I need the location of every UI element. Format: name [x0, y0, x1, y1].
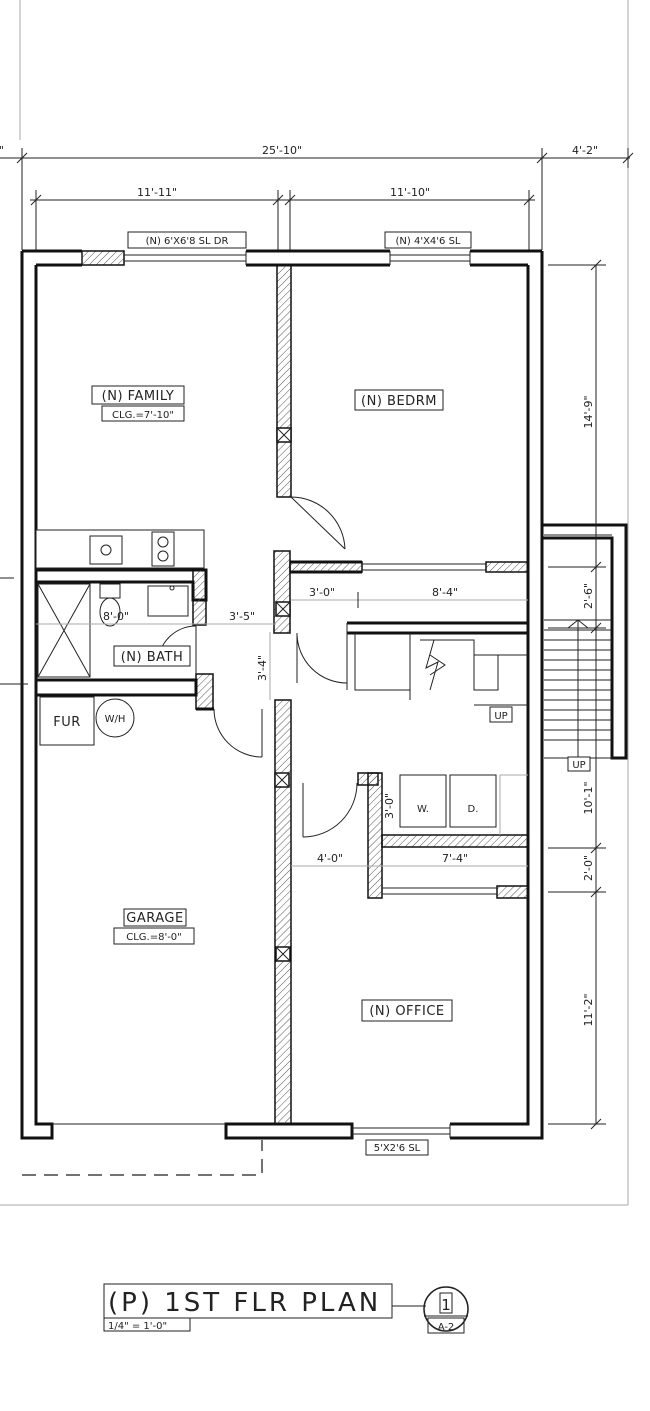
dim-right-half: 11'-10"	[390, 186, 430, 199]
label-office-window: 5'X2'6 SL	[374, 1143, 421, 1154]
opening-labels: (N) 6'X6'8 SL DR (N) 4'X4'6 SL 5'X2'6 SL	[127, 231, 472, 1156]
room-office: (N) OFFICE	[369, 1004, 444, 1019]
dim-stair-width: 8'-4"	[432, 586, 458, 599]
exterior-stair	[542, 523, 628, 760]
room-garage: GARAGE	[126, 911, 183, 926]
dim-right-3: 10'-1"	[582, 781, 595, 814]
plan-scale: 1/4" = 1'-0"	[108, 1321, 167, 1332]
detail-number: 1	[441, 1296, 451, 1314]
dim-bath-width: 3'-5"	[229, 610, 255, 623]
dim-right-2: 2'-6"	[582, 583, 595, 609]
dim-office-left: 4'-0"	[317, 852, 343, 865]
dim-hall-door: 3'-0"	[309, 586, 335, 599]
label-washer: W.	[417, 804, 429, 815]
label-bedroom-window: (N) 4'X4'6 SL	[396, 236, 461, 247]
top-dimensions: 0" 25'-10" 4'-2" 11'-11" 11'-10"	[0, 144, 634, 250]
dim-right-5: 11'-2"	[582, 993, 595, 1026]
room-labels: (N) FAMILY CLG.=7'-10" (N) BEDRM (N) BAT…	[53, 385, 591, 1022]
label-stair-up-outer: UP	[572, 760, 585, 771]
dim-right-4: 2'-0"	[582, 855, 595, 881]
dim-bath-height: 3'-4"	[256, 655, 269, 681]
detail-bubble	[423, 1286, 469, 1332]
dim-toilet-clear: 8'-0"	[103, 610, 129, 623]
label-water-heater: W/H	[105, 714, 126, 725]
dim-left-partial: 0"	[0, 144, 4, 157]
interior-walls	[35, 264, 529, 1125]
dim-laundry-door: 3'-0"	[383, 793, 396, 819]
dim-overall-width: 25'-10"	[262, 144, 302, 157]
dim-right-1: 14'-9"	[582, 395, 595, 428]
room-garage-ceiling: CLG.=8'-0"	[126, 932, 182, 943]
plan-title: (P) 1ST FLR PLAN	[108, 1288, 381, 1318]
exterior-walls	[20, 249, 544, 1176]
dim-right-offset: 4'-2"	[572, 144, 598, 157]
room-family-ceiling: CLG.=7'-10"	[112, 410, 174, 421]
dim-left-half: 11'-11"	[137, 186, 177, 199]
label-dryer: D.	[468, 804, 479, 815]
room-bedroom: (N) BEDRM	[361, 394, 437, 409]
right-dimensions: 14'-9" 2'-6" 10'-1" 2'-0" 11'-2"	[548, 259, 606, 1130]
room-family: (N) FAMILY	[102, 389, 175, 404]
title-block: (P) 1ST FLR PLAN 1/4" = 1'-0" 1 A-2	[103, 1283, 469, 1334]
label-stair-up-inner: UP	[494, 711, 507, 722]
room-bath: (N) BATH	[121, 650, 184, 665]
sheet-number: A-2	[438, 1322, 455, 1333]
label-furnace: FUR	[53, 715, 81, 730]
interior-dimensions: 3'-0" 8'-4" 3'-5" 8'-0" 3'-4" 3'-0" 4'-0…	[36, 586, 528, 867]
label-family-slider: (N) 6'X6'8 SL DR	[146, 236, 229, 247]
dim-closet: 7'-4"	[442, 852, 468, 865]
